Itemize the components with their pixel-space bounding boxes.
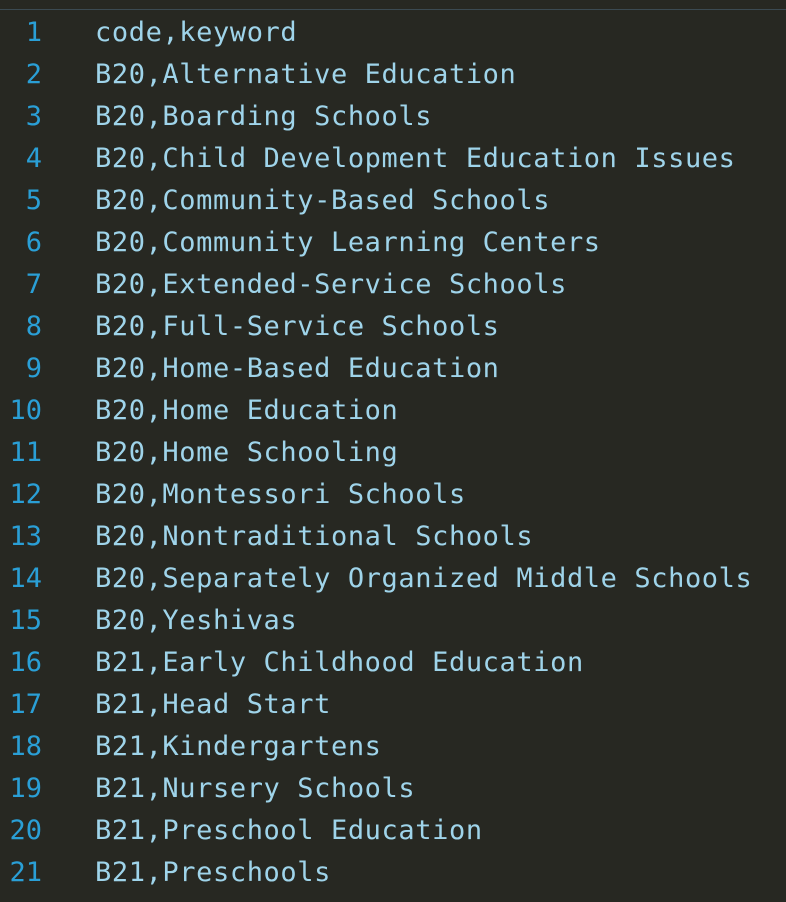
line-text[interactable]: B21,Kindergartens	[95, 731, 382, 762]
code-line[interactable]: 5 B20,Community-Based Schools	[0, 180, 786, 222]
line-number: 8	[25, 311, 42, 342]
line-text[interactable]: B21,Nursery Schools	[95, 773, 416, 804]
line-number: 3	[25, 101, 42, 132]
code-line[interactable]: 8 B20,Full-Service Schools	[0, 306, 786, 348]
line-text[interactable]: B20,Montessori Schools	[95, 479, 466, 510]
line-number: 11	[9, 437, 42, 468]
code-line[interactable]: 18 B21,Kindergartens	[0, 726, 786, 768]
line-number: 9	[25, 353, 42, 384]
code-line[interactable]: 2 B20,Alternative Education	[0, 54, 786, 96]
line-number: 1	[25, 17, 42, 48]
line-text[interactable]: B21,Preschools	[95, 857, 331, 888]
line-text[interactable]: B20,Yeshivas	[95, 605, 298, 636]
line-number: 4	[25, 143, 42, 174]
line-text[interactable]: B20,Separately Organized Middle Schools	[95, 563, 753, 594]
line-number: 15	[9, 605, 42, 636]
code-line[interactable]: 7 B20,Extended-Service Schools	[0, 264, 786, 306]
code-line[interactable]: 10 B20,Home Education	[0, 390, 786, 432]
code-line[interactable]: 12 B20,Montessori Schools	[0, 474, 786, 516]
line-number: 16	[9, 647, 42, 678]
code-line[interactable]: 14 B20,Separately Organized Middle School…	[0, 558, 786, 600]
code-line[interactable]: 13 B20,Nontraditional Schools	[0, 516, 786, 558]
line-number: 5	[25, 185, 42, 216]
line-text[interactable]: B20,Nontraditional Schools	[95, 521, 534, 552]
code-line[interactable]: 17 B21,Head Start	[0, 684, 786, 726]
line-number: 21	[9, 857, 42, 888]
line-number: 18	[9, 731, 42, 762]
line-number: 17	[9, 689, 42, 720]
line-text[interactable]: B20,Home Education	[95, 395, 399, 426]
line-text[interactable]: B20,Boarding Schools	[95, 101, 433, 132]
code-line[interactable]: 20 B21,Preschool Education	[0, 810, 786, 852]
line-text[interactable]: B20,Community Learning Centers	[95, 227, 601, 258]
line-text[interactable]: B21,Preschool Education	[95, 815, 483, 846]
code-line[interactable]: 3 B20,Boarding Schools	[0, 96, 786, 138]
code-line[interactable]: 19 B21,Nursery Schools	[0, 768, 786, 810]
line-text[interactable]: B20,Child Development Education Issues	[95, 143, 736, 174]
line-text[interactable]: B20,Extended-Service Schools	[95, 269, 567, 300]
code-line[interactable]: 16 B21,Early Childhood Education	[0, 642, 786, 684]
code-line[interactable]: 11 B20,Home Schooling	[0, 432, 786, 474]
line-text[interactable]: B20,Home Schooling	[95, 437, 399, 468]
line-text[interactable]: B20,Community-Based Schools	[95, 185, 551, 216]
code-line[interactable]: 9 B20,Home-Based Education	[0, 348, 786, 390]
code-line[interactable]: 4 B20,Child Development Education Issues	[0, 138, 786, 180]
line-number: 20	[9, 815, 42, 846]
line-number: 7	[25, 269, 42, 300]
line-text[interactable]: B21,Head Start	[95, 689, 331, 720]
line-text[interactable]: B20,Full-Service Schools	[95, 311, 500, 342]
line-text[interactable]: B20,Home-Based Education	[95, 353, 500, 384]
line-text[interactable]: code,keyword	[95, 17, 298, 48]
editor-lines[interactable]: 1 code,keyword 2 B20,Alternative Education…	[0, 12, 786, 894]
line-number: 10	[9, 395, 42, 426]
line-number: 2	[25, 59, 42, 90]
line-text[interactable]: B21,Early Childhood Education	[95, 647, 584, 678]
line-number: 12	[9, 479, 42, 510]
line-text[interactable]: B20,Alternative Education	[95, 59, 517, 90]
partially-visible-header	[0, 0, 786, 10]
line-number: 6	[25, 227, 42, 258]
code-line[interactable]: 21 B21,Preschools	[0, 852, 786, 894]
line-number: 14	[9, 563, 42, 594]
code-line[interactable]: 15 B20,Yeshivas	[0, 600, 786, 642]
line-number: 13	[9, 521, 42, 552]
line-number: 19	[9, 773, 42, 804]
code-line[interactable]: 1 code,keyword	[0, 12, 786, 54]
code-line[interactable]: 6 B20,Community Learning Centers	[0, 222, 786, 264]
